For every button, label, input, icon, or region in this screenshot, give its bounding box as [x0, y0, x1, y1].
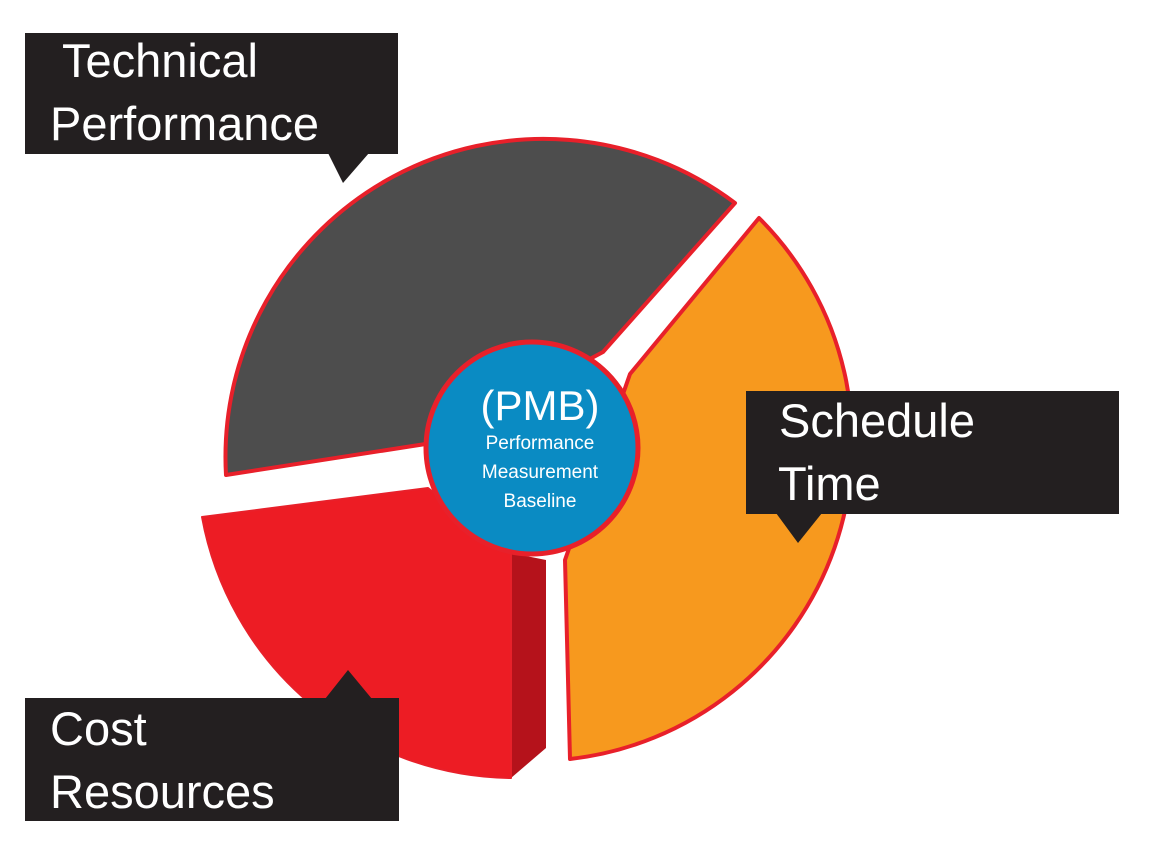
technical-performance-line-2: Performance — [50, 97, 319, 150]
pmb-center-circle — [423, 339, 641, 557]
technical-performance-callout: Technical Performance — [25, 33, 398, 183]
cost-resources-line-1: Cost — [50, 702, 147, 755]
pmb-acronym: (PMB) — [481, 382, 600, 429]
cost-resources-line-2: Resources — [50, 765, 275, 818]
cost-resources-callout: Cost Resources — [25, 670, 399, 821]
pmb-label-line-3: Baseline — [504, 491, 577, 512]
pmb-label-line-1: Performance — [486, 433, 595, 454]
schedule-time-callout: Schedule Time — [746, 391, 1119, 543]
schedule-time-segment — [563, 216, 855, 761]
pmb-label-line-2: Measurement — [482, 462, 599, 483]
cost-resources-segment-side — [511, 553, 546, 778]
schedule-time-line-1: Schedule — [779, 394, 975, 447]
schedule-time-line-2: Time — [778, 457, 881, 510]
technical-performance-segment — [223, 136, 737, 477]
technical-performance-line-1: Technical — [62, 34, 258, 87]
